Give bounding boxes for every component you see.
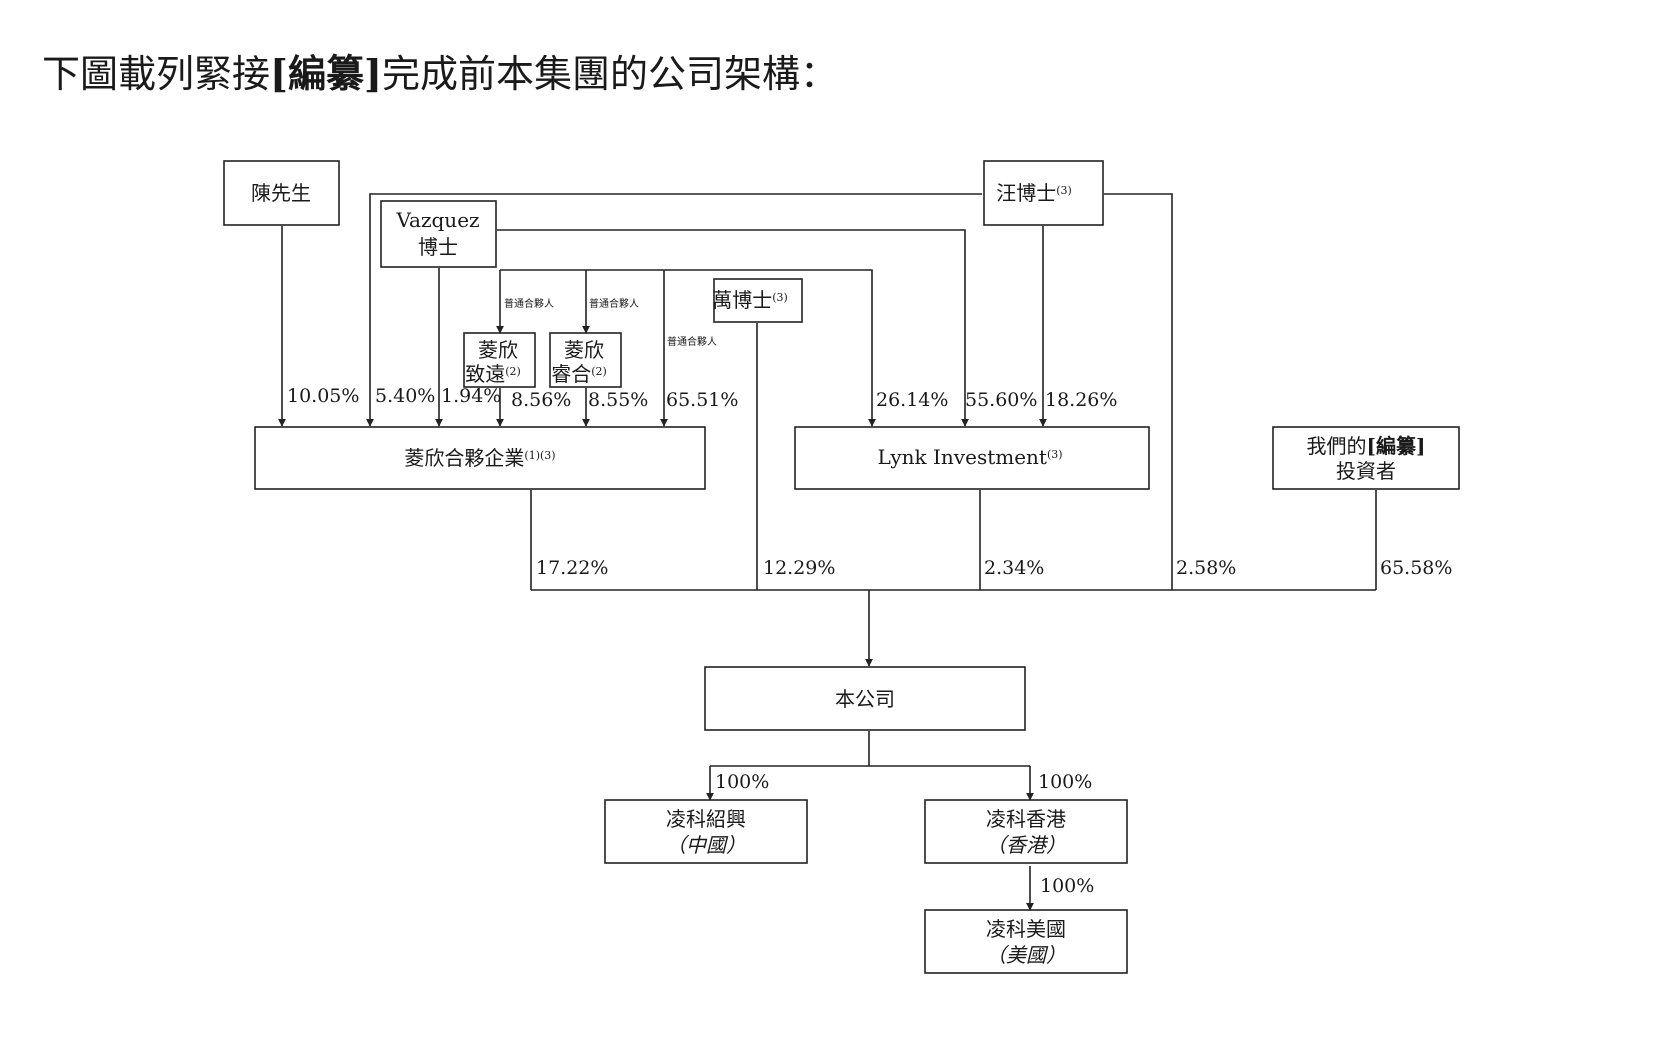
pct-chen-lx: 10.05% — [287, 385, 359, 407]
lynk-label: Lynk Investment(3) — [877, 445, 1062, 469]
gp-label-zhiyuan: 普通合夥人 — [504, 297, 554, 310]
lx-partnership-name: 菱欣合夥企業 — [404, 446, 524, 470]
vazquez-label-1: Vazquez — [395, 208, 479, 232]
pct-investors-company: 65.58% — [1380, 557, 1452, 579]
pct-gp-lx: 65.51% — [666, 389, 738, 411]
lx-ruihe-label-1: 菱欣 — [564, 338, 604, 362]
lx-zhiyuan-sup: (2) — [505, 365, 521, 378]
box-vazquez: Vazquez 博士 — [380, 200, 497, 268]
sub-us-label-1: 凌科美國 — [986, 917, 1066, 941]
pct-hk-us: 100% — [1040, 875, 1094, 897]
investors-label-2: 投資者 — [1336, 459, 1396, 483]
investors-label-1: 我們的[編纂] — [1307, 434, 1426, 458]
box-wang: 汪博士(3) — [983, 160, 1104, 226]
connector-lines — [278, 193, 1377, 911]
box-sub-hk: 凌科香港 （香港） — [924, 799, 1128, 864]
page-title: 下圖載列緊接[編纂]完成前本集團的公司架構： — [42, 51, 838, 96]
sub-china-label-1: 凌科紹興 — [666, 807, 746, 831]
lynk-sup: (3) — [1047, 448, 1063, 461]
box-lynk: Lynk Investment(3) — [794, 426, 1150, 490]
pct-wang-company: 2.58% — [1176, 557, 1236, 579]
pct-wang-lx: 5.40% — [375, 385, 435, 407]
lynk-name: Lynk Investment — [877, 445, 1047, 469]
pct-lx-company: 17.22% — [536, 557, 608, 579]
wang-name: 汪博士 — [996, 181, 1056, 205]
lx-zhiyuan-label-1: 菱欣 — [478, 338, 518, 362]
wan-name: 萬博士 — [712, 288, 772, 312]
gp-label-ruihe: 普通合夥人 — [589, 297, 639, 310]
box-lx-ruihe: 菱欣 睿合(2) — [549, 332, 622, 388]
title-post: 完成前本集團的公司架構： — [382, 52, 838, 96]
box-company: 本公司 — [704, 666, 1026, 731]
lx-partnership-label: 菱欣合夥企業(1)(3) — [404, 446, 555, 470]
pct-vazquez-lx: 1.94% — [441, 385, 501, 407]
pct-wan-company: 12.29% — [763, 557, 835, 579]
lx-ruihe-label-2: 睿合(2) — [551, 362, 607, 386]
pct-wang-lynk: 18.26% — [1045, 389, 1117, 411]
box-lx-zhiyuan: 菱欣 致遠(2) — [463, 332, 536, 388]
box-investors: 我們的[編纂] 投資者 — [1272, 426, 1460, 490]
box-sub-china: 凌科紹興 （中國） — [604, 799, 808, 864]
lx-ruihe-name-2: 睿合 — [551, 362, 591, 386]
company-label: 本公司 — [835, 687, 895, 711]
box-chen: 陳先生 — [223, 160, 340, 226]
wang-label: 汪博士(3) — [996, 181, 1072, 205]
box-sub-us: 凌科美國 （美國） — [924, 909, 1128, 974]
pct-company-hk: 100% — [1038, 771, 1092, 793]
wang-sup: (3) — [1056, 184, 1072, 197]
pct-ruihe-lx: 8.55% — [588, 389, 648, 411]
sub-china-label-2: （中國） — [666, 833, 746, 857]
investors-redacted: [編纂] — [1367, 434, 1426, 458]
sub-us-label-2: （美國） — [986, 943, 1066, 967]
pct-company-china: 100% — [715, 771, 769, 793]
wan-label: 萬博士(3) — [712, 288, 788, 312]
chen-label: 陳先生 — [251, 181, 311, 205]
gp-label-direct: 普通合夥人 — [667, 335, 717, 348]
investors-pre: 我們的 — [1307, 434, 1367, 458]
lx-zhiyuan-name-2: 致遠 — [465, 362, 505, 386]
sub-hk-label-2: （香港） — [986, 833, 1066, 857]
pct-gp-lynk: 26.14% — [876, 389, 948, 411]
lx-partnership-sup: (1)(3) — [524, 449, 555, 462]
pct-lynk-company: 2.34% — [984, 557, 1044, 579]
title-redacted: [編纂] — [270, 51, 382, 96]
lx-zhiyuan-label-2: 致遠(2) — [465, 362, 521, 386]
pct-zhiyuan-lx: 8.56% — [511, 389, 571, 411]
box-lx-partnership: 菱欣合夥企業(1)(3) — [254, 426, 706, 490]
wan-sup: (3) — [772, 291, 788, 304]
sub-hk-label-1: 凌科香港 — [986, 807, 1066, 831]
lx-ruihe-sup: (2) — [591, 365, 607, 378]
title-pre: 下圖載列緊接 — [42, 52, 270, 96]
box-wan: 萬博士(3) — [712, 278, 803, 323]
vazquez-label-2: 博士 — [418, 235, 458, 259]
pct-vazquez-lynk: 55.60% — [965, 389, 1037, 411]
